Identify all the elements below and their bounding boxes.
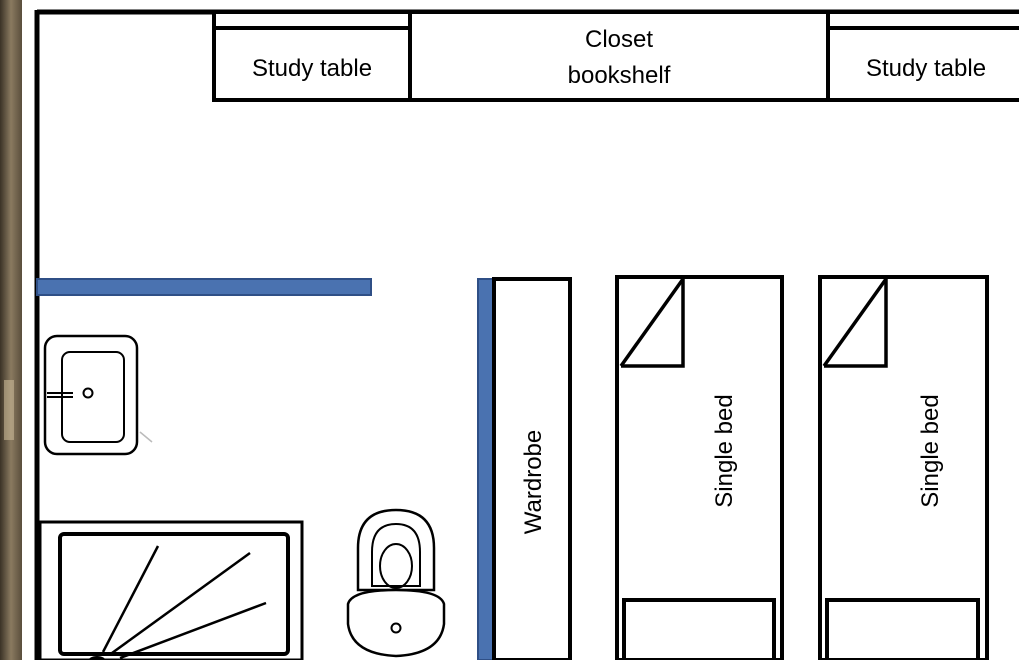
photo-strip-highlight xyxy=(4,380,14,440)
wardrobe: Wardrobe xyxy=(492,277,572,660)
bathroom-partition-horizontal xyxy=(36,278,372,296)
bathroom-partition-vertical xyxy=(477,278,495,660)
study-table-right-label: Study table xyxy=(866,55,986,82)
wardrobe-label: Wardrobe xyxy=(520,430,547,534)
closet-label-line1: Closet xyxy=(585,26,653,53)
study-table-left-label: Study table xyxy=(252,55,372,82)
single-bed-left: Single bed xyxy=(615,275,784,660)
single-bed-right: Single bed xyxy=(818,275,989,660)
bed-right-label: Single bed xyxy=(917,394,944,507)
closet-label-line2: bookshelf xyxy=(568,62,671,89)
bed-left-label: Single bed xyxy=(711,394,738,507)
sink-icon xyxy=(43,334,153,456)
study-table-right: Study table xyxy=(826,10,1019,102)
toilet-icon xyxy=(346,508,446,658)
bed-left-pillow xyxy=(622,598,776,660)
bed-right-pillow xyxy=(825,598,980,660)
closet-bookshelf: Closet bookshelf xyxy=(408,10,830,102)
shower-icon xyxy=(38,520,304,660)
study-table-left: Study table xyxy=(212,10,412,102)
photo-strip xyxy=(0,0,22,660)
